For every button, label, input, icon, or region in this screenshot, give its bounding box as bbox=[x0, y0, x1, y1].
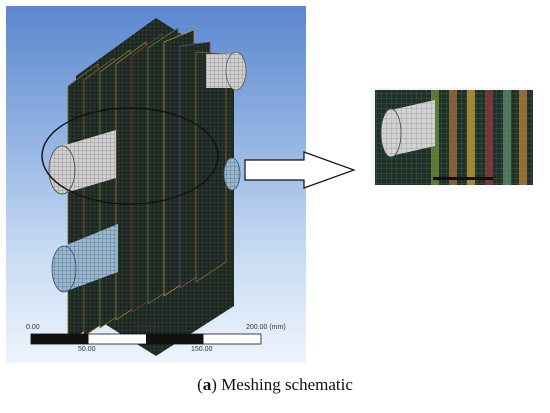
zoom-arrow-icon bbox=[244, 151, 356, 189]
mesh-viewport: 0.00 100.00 200.00 (mm) 50.00 150.00 bbox=[6, 6, 306, 363]
lower-pipe bbox=[51, 224, 118, 293]
caption-letter: a bbox=[202, 375, 212, 394]
upper-outlet-pipe bbox=[206, 51, 247, 91]
scale-label-100: 100.00 bbox=[134, 324, 156, 331]
scale-label-50: 50.00 bbox=[78, 346, 96, 353]
scale-label-200: 200.00 (mm) bbox=[246, 324, 286, 331]
caption-text: Meshing schematic bbox=[221, 375, 353, 394]
figure-caption: (a) Meshing schematic bbox=[197, 375, 353, 394]
side-pipe-stub bbox=[223, 157, 241, 191]
scale-label-0: 0.00 bbox=[26, 324, 40, 331]
heat-exchanger-model bbox=[30, 18, 262, 356]
zoom-detail-panel bbox=[371, 88, 533, 185]
zoom-detail-image bbox=[375, 90, 533, 185]
scale-label-150: 150.00 bbox=[191, 346, 213, 353]
highlight-ellipse bbox=[41, 107, 219, 205]
inlet-pipe bbox=[48, 130, 116, 195]
scale-bar bbox=[30, 333, 262, 345]
